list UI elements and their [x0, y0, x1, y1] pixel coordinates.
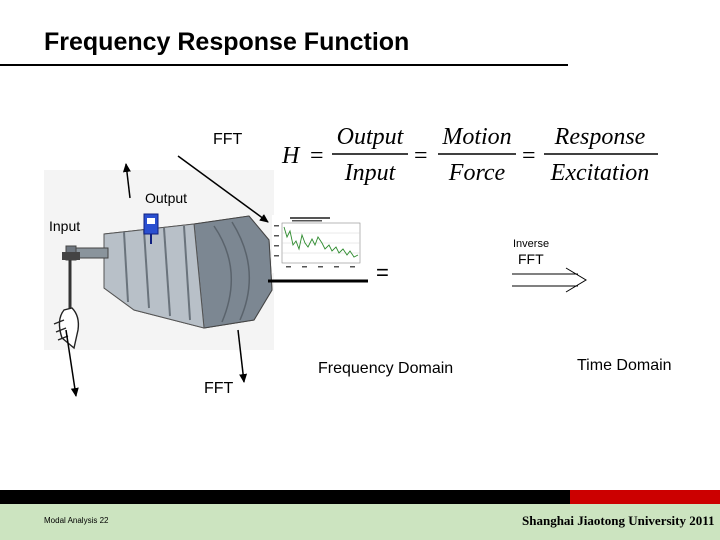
- equation-equals-1: =: [310, 143, 324, 169]
- inverse-fft-label: FFT: [518, 251, 544, 267]
- equation-equals-2: =: [414, 143, 428, 169]
- equation-denominator-excitation: Excitation: [550, 160, 650, 186]
- frequency-domain-label: Frequency Domain: [318, 360, 454, 377]
- equation-denominator-input: Input: [344, 160, 397, 186]
- frequency-response-plot: [272, 215, 364, 273]
- equation-equals-3: =: [522, 143, 536, 169]
- equation-lhs: H: [281, 143, 301, 169]
- output-label: Output: [145, 190, 188, 206]
- equation-numerator-response: Response: [554, 124, 646, 150]
- frf-equation: H = Output Input = Motion Force = Respon…: [281, 124, 658, 186]
- equation-numerator-motion: Motion: [441, 124, 511, 150]
- page-title: Frequency Response Function: [44, 28, 410, 56]
- footer-institution: Shanghai Jiaotong University 2011: [522, 513, 715, 528]
- footer-black-bar: [0, 490, 570, 504]
- inverse-label: Inverse: [513, 238, 550, 250]
- time-domain-label: Time Domain: [577, 357, 672, 374]
- footer-green-band: [0, 504, 720, 540]
- equals-sign: =: [376, 260, 389, 285]
- inverse-fft-arrowhead: [565, 267, 587, 293]
- fft-top-label: FFT: [213, 131, 243, 148]
- input-label: Input: [49, 218, 81, 234]
- title-underline: [0, 64, 568, 66]
- footer-slide-label: Modal Analysis 22: [44, 516, 109, 525]
- footer-red-bar: [570, 490, 720, 504]
- equation-numerator-output: Output: [337, 124, 405, 150]
- fft-bottom-label: FFT: [204, 380, 234, 397]
- equation-denominator-force: Force: [448, 160, 506, 186]
